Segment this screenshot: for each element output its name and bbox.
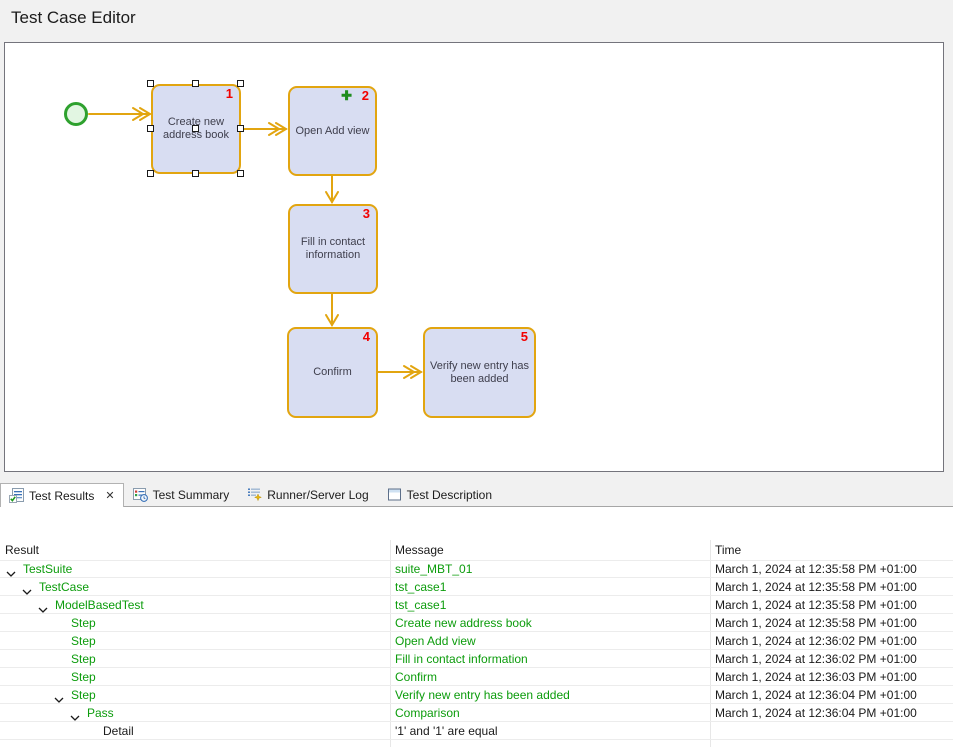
selection-handle[interactable] <box>192 80 199 87</box>
table-row[interactable]: Detail '1' and '1' are equal <box>0 722 953 740</box>
plus-icon: ✚ <box>341 88 352 103</box>
close-icon[interactable]: ✕ <box>105 490 115 502</box>
node-label: Confirm <box>313 366 352 378</box>
column-separator <box>390 540 391 747</box>
editor-title-bar: Test Case Editor <box>0 0 953 42</box>
message-cell: Confirm <box>395 670 438 684</box>
flow-node-2[interactable]: Open Add view ✚ 2 <box>288 86 377 176</box>
selection-handle[interactable] <box>192 170 199 177</box>
result-cell: Step <box>71 670 96 684</box>
time-cell: March 1, 2024 at 12:35:58 PM +01:00 <box>715 562 917 576</box>
tab-label: Test Results <box>29 488 95 503</box>
tab-runner-server-log[interactable]: Runner/Server Log <box>238 483 377 506</box>
column-separator <box>710 540 711 747</box>
chevron-down-icon[interactable] <box>38 602 48 616</box>
test-results-icon <box>9 488 24 503</box>
time-cell: March 1, 2024 at 12:35:58 PM +01:00 <box>715 598 917 612</box>
tab-test-description[interactable]: Test Description <box>378 483 501 506</box>
table-row[interactable]: Pass Comparison March 1, 2024 at 12:36:04 … <box>0 704 953 722</box>
column-header-result[interactable]: Result <box>5 543 40 557</box>
tab-label: Test Summary <box>152 487 230 502</box>
result-cell: TestSuite <box>23 562 73 576</box>
selection-handle[interactable] <box>237 125 244 132</box>
time-cell: March 1, 2024 at 12:36:02 PM +01:00 <box>715 634 917 648</box>
node-number: 2 <box>361 88 369 103</box>
table-row[interactable]: Step Verify new entry has been added March… <box>0 686 953 704</box>
time-cell: March 1, 2024 at 12:35:58 PM +01:00 <box>715 580 917 594</box>
table-header: Result Message Time <box>0 540 953 561</box>
node-number: 4 <box>362 329 370 344</box>
column-header-time[interactable]: Time <box>715 543 742 557</box>
node-number: 3 <box>362 206 370 221</box>
result-cell: Step <box>71 634 96 648</box>
table-row[interactable]: Step Confirm March 1, 2024 at 12:36:03 PM … <box>0 668 953 686</box>
time-cell: March 1, 2024 at 12:36:04 PM +01:00 <box>715 706 917 720</box>
test-results-table: Result Message Time TestSuite suite_MBT_0… <box>0 507 953 747</box>
result-cell: Step <box>71 652 96 666</box>
message-cell: Fill in contact information <box>395 652 528 666</box>
tab-test-summary[interactable]: Test Summary <box>124 483 239 506</box>
runner-server-log-icon <box>247 487 263 502</box>
bottom-tab-bar: Test Results ✕ Test Summary R <box>0 483 953 507</box>
time-cell: March 1, 2024 at 12:36:02 PM +01:00 <box>715 652 917 666</box>
node-number: 5 <box>520 329 528 344</box>
node-number: 1 <box>225 86 233 101</box>
tab-label: Test Description <box>406 487 493 502</box>
result-cell: Step <box>71 616 96 630</box>
page-title: Test Case Editor <box>11 8 136 27</box>
message-cell: suite_MBT_01 <box>395 562 473 576</box>
node-label: Verify new entry has been added <box>429 359 530 385</box>
message-cell: tst_case1 <box>395 598 447 612</box>
start-node[interactable] <box>64 102 88 126</box>
table-row[interactable]: TestCase tst_case1 March 1, 2024 at 12:35:… <box>0 578 953 596</box>
flow-node-5[interactable]: Verify new entry has been added 5 <box>423 327 536 418</box>
table-row[interactable]: ModelBasedTest tst_case1 March 1, 2024 at … <box>0 596 953 614</box>
flow-node-4[interactable]: Confirm 4 <box>287 327 378 418</box>
selection-handle[interactable] <box>147 125 154 132</box>
message-cell: tst_case1 <box>395 580 447 594</box>
selection-handle[interactable] <box>192 125 199 132</box>
tab-label: Runner/Server Log <box>267 487 369 502</box>
chevron-down-icon[interactable] <box>6 566 16 580</box>
tab-test-results[interactable]: Test Results ✕ <box>0 483 124 507</box>
node-label: Fill in contact information <box>300 236 366 261</box>
result-cell: Detail <box>103 724 134 738</box>
test-description-icon <box>387 487 402 502</box>
result-cell: Step <box>71 688 96 702</box>
chevron-down-icon[interactable] <box>22 584 32 598</box>
node-label: Open Add view <box>295 124 370 137</box>
selection-handle[interactable] <box>237 170 244 177</box>
result-cell: Pass <box>87 706 114 720</box>
node-label: Create new address book <box>162 116 230 141</box>
selection-handle[interactable] <box>147 80 154 87</box>
selection-handle[interactable] <box>237 80 244 87</box>
chevron-down-icon[interactable] <box>54 692 64 706</box>
table-row[interactable]: Step Create new address book March 1, 2024… <box>0 614 953 632</box>
message-cell: '1' and '1' are equal <box>395 724 498 738</box>
test-summary-icon <box>132 487 148 502</box>
flow-node-3[interactable]: Fill in contact information 3 <box>288 204 378 294</box>
time-cell: March 1, 2024 at 12:36:04 PM +01:00 <box>715 688 917 702</box>
result-cell: ModelBasedTest <box>55 598 144 612</box>
message-cell: Comparison <box>395 706 460 720</box>
message-cell: Create new address book <box>395 616 532 630</box>
message-cell: Open Add view <box>395 634 476 648</box>
selection-handle[interactable] <box>147 170 154 177</box>
column-header-message[interactable]: Message <box>395 543 444 557</box>
table-row[interactable]: Step Open Add view March 1, 2024 at 12:36:… <box>0 632 953 650</box>
table-row[interactable]: TestSuite suite_MBT_01 March 1, 2024 at 12… <box>0 560 953 578</box>
table-row[interactable]: Step Fill in contact information March 1, … <box>0 650 953 668</box>
flow-arrows <box>88 107 423 379</box>
result-cell: TestCase <box>39 580 90 594</box>
time-cell: March 1, 2024 at 12:36:03 PM +01:00 <box>715 670 917 684</box>
time-cell: March 1, 2024 at 12:35:58 PM +01:00 <box>715 616 917 630</box>
message-cell: Verify new entry has been added <box>395 688 570 702</box>
chevron-down-icon[interactable] <box>70 710 80 724</box>
